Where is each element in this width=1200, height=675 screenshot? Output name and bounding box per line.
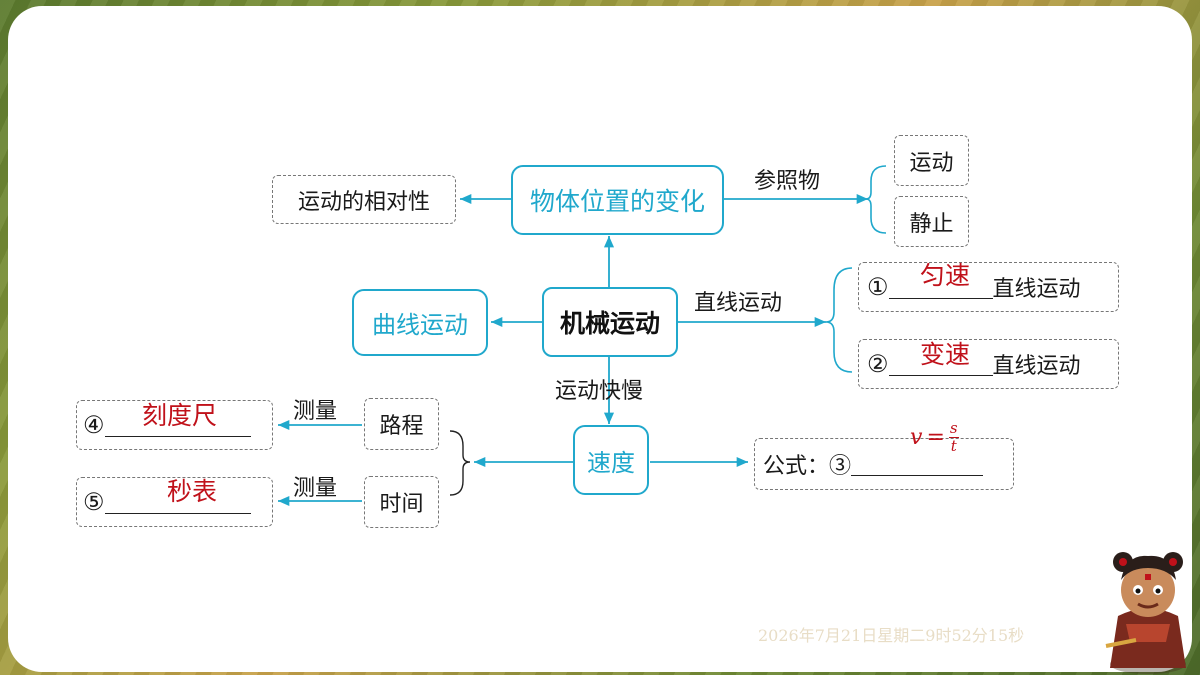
speed-box: 速度 [573,425,649,495]
relativity-box: 运动的相对性 [272,175,456,224]
formula-blank [851,453,984,476]
top-node-text: 物体位置的变化 [529,187,705,216]
formula-v: v [910,425,923,450]
variable-box: ② 直线运动 [858,339,1119,389]
distance-text: 路程 [379,414,424,439]
formula-answer: v = s t [910,420,959,455]
time-box: 时间 [364,476,439,528]
motion-box: 运动 [894,135,969,186]
curve-box: 曲线运动 [352,289,488,356]
ruler-num: ④ [83,411,105,439]
brace-straight [825,267,853,373]
uniform-answer: 匀速 [920,261,971,290]
stopwatch-num: ⑤ [83,488,105,516]
relativity-text: 运动的相对性 [297,189,430,215]
uniform-suffix: 直线运动 [992,277,1081,302]
brace-speed [449,430,471,496]
uniform-num: ① [867,273,889,301]
variable-num: ② [867,350,889,378]
formula-denominator: t [950,437,957,455]
formula-fraction: s t [948,419,959,455]
formula-eq: = [926,425,945,450]
variable-blank [888,353,993,376]
character-illustration [1105,552,1186,674]
still-text: 静止 [909,211,954,237]
still-box: 静止 [894,196,969,247]
motion-text: 运动 [909,150,954,176]
time-text: 时间 [379,492,424,517]
straight-label: 直线运动 [694,291,783,316]
speed-label: 运动快慢 [555,379,644,404]
center-box: 机械运动 [542,287,678,357]
variable-suffix: 直线运动 [992,354,1081,379]
ruler-box: ④ [76,400,273,450]
uniform-blank [888,276,993,299]
brace-reference [865,165,887,234]
stopwatch-answer: 秒表 [167,477,218,506]
speed-text: 速度 [587,448,635,477]
center-text: 机械运动 [559,309,660,338]
uniform-box: ① 直线运动 [858,262,1119,312]
timestamp: 2026年7月21日星期二9时52分15秒 [758,626,1025,645]
top-node-box: 物体位置的变化 [511,165,724,235]
formula-numerator: s [948,419,959,438]
ruler-answer: 刻度尺 [142,401,218,430]
formula-prefix: 公式：③ [763,454,852,479]
measure-label-1: 测量 [293,399,338,424]
variable-answer: 变速 [920,340,971,369]
ruler-blank [104,414,251,437]
stopwatch-blank [104,491,251,514]
stopwatch-box: ⑤ [76,477,273,527]
curve-text: 曲线运动 [372,311,468,339]
distance-box: 路程 [364,398,439,450]
formula-box: 公式：③ [754,438,1014,490]
measure-label-2: 测量 [293,476,338,501]
reference-label: 参照物 [754,169,821,194]
